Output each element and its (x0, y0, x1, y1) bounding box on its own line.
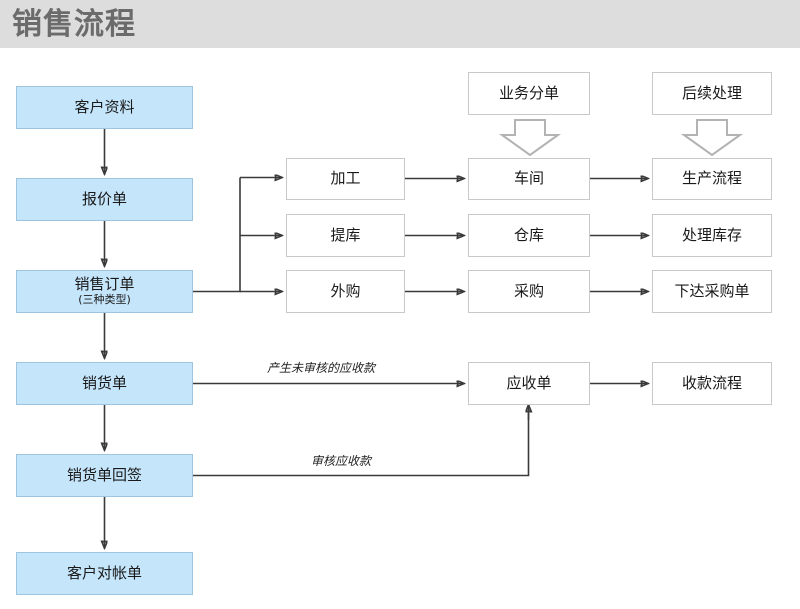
node-follow-up-label: 后续处理 (681, 83, 742, 102)
node-warehouse-label: 仓库 (513, 225, 544, 244)
node-purchasing-label: 采购 (513, 281, 544, 300)
node-business-split[interactable]: 业务分单 (468, 72, 590, 115)
node-customer-profile-label: 客户资料 (74, 97, 135, 116)
node-warehouse[interactable]: 仓库 (468, 214, 590, 257)
node-processing-label: 加工 (330, 169, 361, 188)
node-follow-up[interactable]: 后续处理 (652, 72, 772, 115)
node-production-flow[interactable]: 生产流程 (652, 158, 772, 200)
node-processing[interactable]: 加工 (286, 158, 405, 200)
page-title: 销售流程 (12, 7, 136, 42)
node-receivable-note[interactable]: 应收单 (468, 362, 590, 405)
node-collection-flow[interactable]: 收款流程 (652, 362, 772, 405)
node-handle-inventory-label: 处理库存 (681, 225, 742, 244)
node-receivable-note-label: 应收单 (506, 373, 552, 392)
node-purchasing[interactable]: 采购 (468, 270, 590, 313)
node-sales-invoice-receipt-label: 销货单回签 (66, 465, 142, 484)
edge-label-generate-unaudited-receivable: 产生未审核的应收款 (267, 361, 376, 375)
node-sales-invoice[interactable]: 销货单 (16, 362, 193, 405)
header-bar (0, 0, 800, 48)
node-handle-inventory[interactable]: 处理库存 (652, 214, 772, 257)
node-outsourcing-label: 外购 (330, 281, 361, 300)
node-customer-statement[interactable]: 客户对帐单 (16, 552, 193, 595)
block-arrow-business-split-to-workshop (498, 119, 562, 157)
edge-label-audit-receivable: 审核应收款 (311, 454, 372, 468)
block-arrow-follow-up-to-production (680, 119, 744, 157)
node-customer-profile[interactable]: 客户资料 (16, 86, 193, 129)
node-warehouse-pick[interactable]: 提库 (286, 214, 405, 257)
node-workshop-label: 车间 (513, 169, 544, 188)
node-sales-order-label: 销售订单 (74, 275, 135, 294)
node-quotation-label: 报价单 (81, 189, 127, 208)
node-outsourcing[interactable]: 外购 (286, 270, 405, 313)
node-workshop[interactable]: 车间 (468, 158, 590, 200)
node-sales-order[interactable]: 销售订单 (三种类型) (16, 270, 193, 313)
node-production-flow-label: 生产流程 (681, 169, 742, 188)
node-issue-purchase-order-label: 下达采购单 (674, 281, 750, 300)
edge-sales-order-branch-trunk (193, 177, 241, 293)
node-sales-invoice-receipt[interactable]: 销货单回签 (16, 454, 193, 497)
node-sales-invoice-label: 销货单 (81, 373, 127, 392)
node-customer-statement-label: 客户对帐单 (66, 563, 142, 582)
node-sales-order-sublabel: (三种类型) (78, 293, 131, 307)
node-collection-flow-label: 收款流程 (681, 373, 742, 392)
node-business-split-label: 业务分单 (498, 83, 559, 102)
node-warehouse-pick-label: 提库 (330, 225, 361, 244)
node-issue-purchase-order[interactable]: 下达采购单 (652, 270, 772, 313)
node-quotation[interactable]: 报价单 (16, 178, 193, 221)
